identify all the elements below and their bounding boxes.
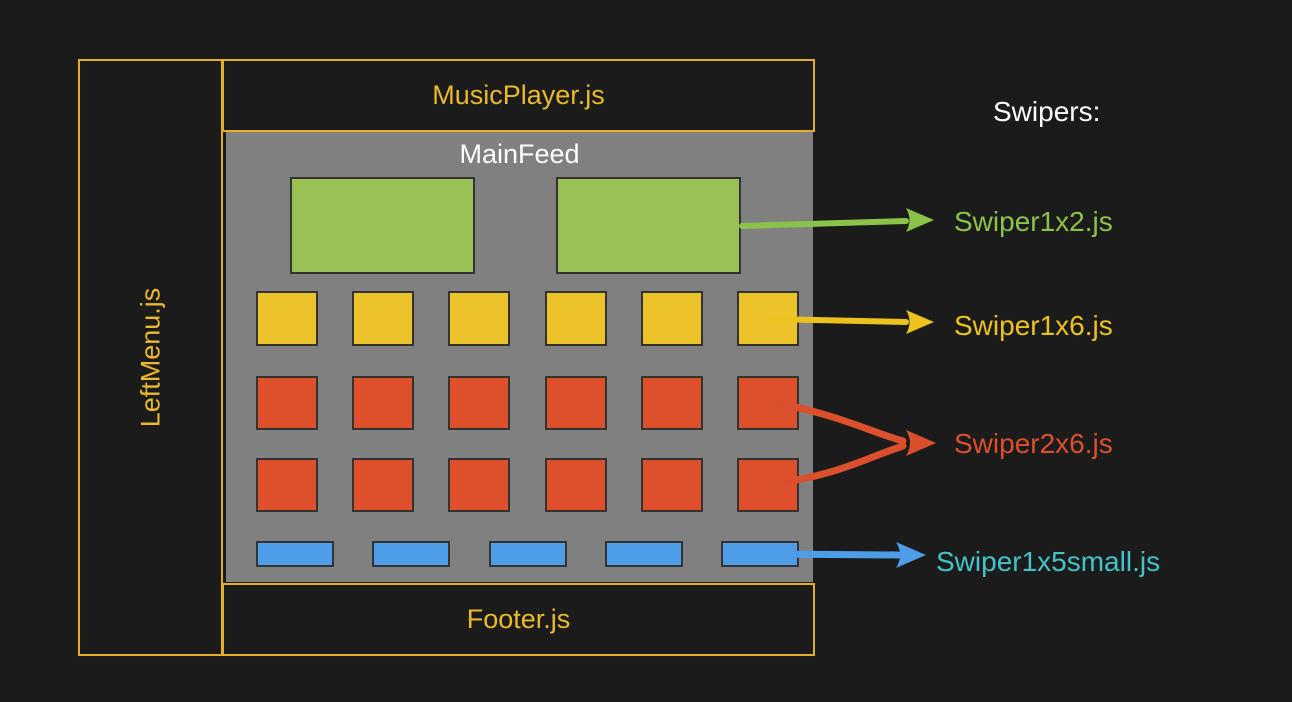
swiper-2x6-cell xyxy=(256,458,318,512)
main-feed-panel: MainFeed xyxy=(226,132,813,582)
swiper-2x6-cell xyxy=(544,458,607,512)
swiper-1x5small-row xyxy=(256,541,799,567)
swiper-1x6-cell xyxy=(352,291,415,346)
swiper-2x6-cell xyxy=(640,376,703,430)
arrow-head-swiper2x6 xyxy=(906,430,936,456)
left-menu-box: LeftMenu.js xyxy=(78,59,223,656)
music-player-label: MusicPlayer.js xyxy=(432,80,605,110)
swiper-1x6-cell xyxy=(640,291,703,346)
legend-label-swiper1x2: Swiper1x2.js xyxy=(954,206,1113,237)
swiper-1x5small-cell xyxy=(372,541,451,567)
swiper-2x6-cell xyxy=(352,376,415,430)
legend-label-swiper2x6: Swiper2x6.js xyxy=(954,428,1113,459)
legend-label-swiper1x5small: Swiper1x5small.js xyxy=(936,546,1161,577)
swiper-1x6-cell xyxy=(448,291,511,346)
main-feed-title: MainFeed xyxy=(459,139,580,169)
swiper-1x5small-cell xyxy=(604,541,683,567)
arrow-head-swiper1x6 xyxy=(906,310,934,334)
swiper-1x5small-cell xyxy=(256,541,334,567)
music-player-box: MusicPlayer.js xyxy=(222,59,815,132)
legend-label-swiper1x6: Swiper1x6.js xyxy=(954,310,1113,341)
footer-label: Footer.js xyxy=(466,604,571,634)
swiper-1x5small-cell xyxy=(721,541,799,567)
swiper-2x6-cell xyxy=(736,458,799,512)
swiper-2x6-cell xyxy=(256,376,318,430)
swiper-2x6-cell xyxy=(640,458,703,512)
arrow-head-swiper1x2 xyxy=(906,208,934,232)
swiper-1x6-row xyxy=(256,291,799,346)
legend-title: Swipers: xyxy=(993,96,1101,127)
swiper-1x2-cell xyxy=(290,177,475,274)
swiper-1x6-cell xyxy=(736,291,799,346)
swiper-2x6-cell xyxy=(352,458,415,512)
swiper-2x6-cell xyxy=(544,376,607,430)
swiper-2x6-row-1 xyxy=(256,376,799,430)
left-menu-label: LeftMenu.js xyxy=(134,287,165,428)
swiper-2x6-cell xyxy=(448,458,511,512)
swiper-2x6-row-2 xyxy=(256,458,799,512)
swiper-1x5small-cell xyxy=(488,541,567,567)
arrow-head-swiper1x5small xyxy=(896,542,926,568)
swiper-1x6-cell xyxy=(544,291,607,346)
swiper-1x6-cell xyxy=(256,291,318,346)
swiper-2x6-cell xyxy=(736,376,799,430)
swiper-1x2-cell xyxy=(556,177,741,274)
swiper-2x6-cell xyxy=(448,376,511,430)
footer-box: Footer.js xyxy=(222,583,815,656)
swiper-1x2-row xyxy=(290,177,741,274)
